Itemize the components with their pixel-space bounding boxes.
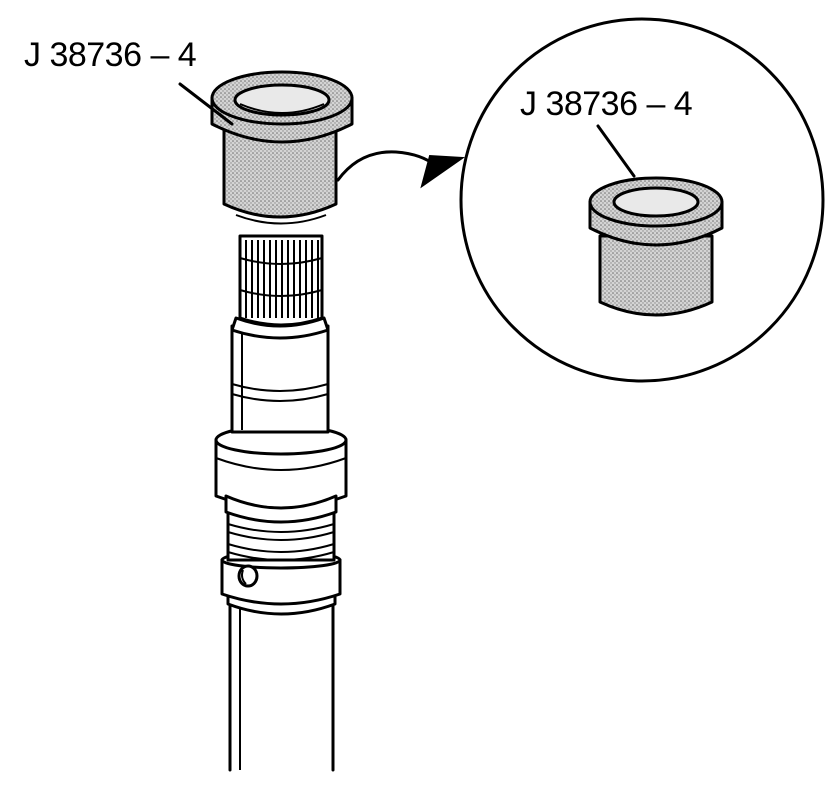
tool-j38736-4-detail [588, 176, 724, 317]
main-tool-label: J 38736 – 4 [24, 36, 196, 74]
detail-arrow [336, 150, 465, 189]
shaft [214, 234, 348, 772]
shaft-splines [230, 234, 330, 340]
arrow-head-icon [420, 154, 465, 189]
tool-j38736-4-installed [210, 70, 354, 225]
shaft-collar [214, 424, 348, 524]
detail-label-leader [596, 124, 636, 178]
shaft-mid-section [230, 324, 330, 434]
shaft-lower-tube [228, 598, 335, 772]
main-label-leader [178, 82, 234, 126]
shaft-hole [237, 564, 259, 588]
detail-view: J 38736 – 4 [459, 17, 825, 383]
detail-tool-label: J 38736 – 4 [520, 85, 692, 123]
